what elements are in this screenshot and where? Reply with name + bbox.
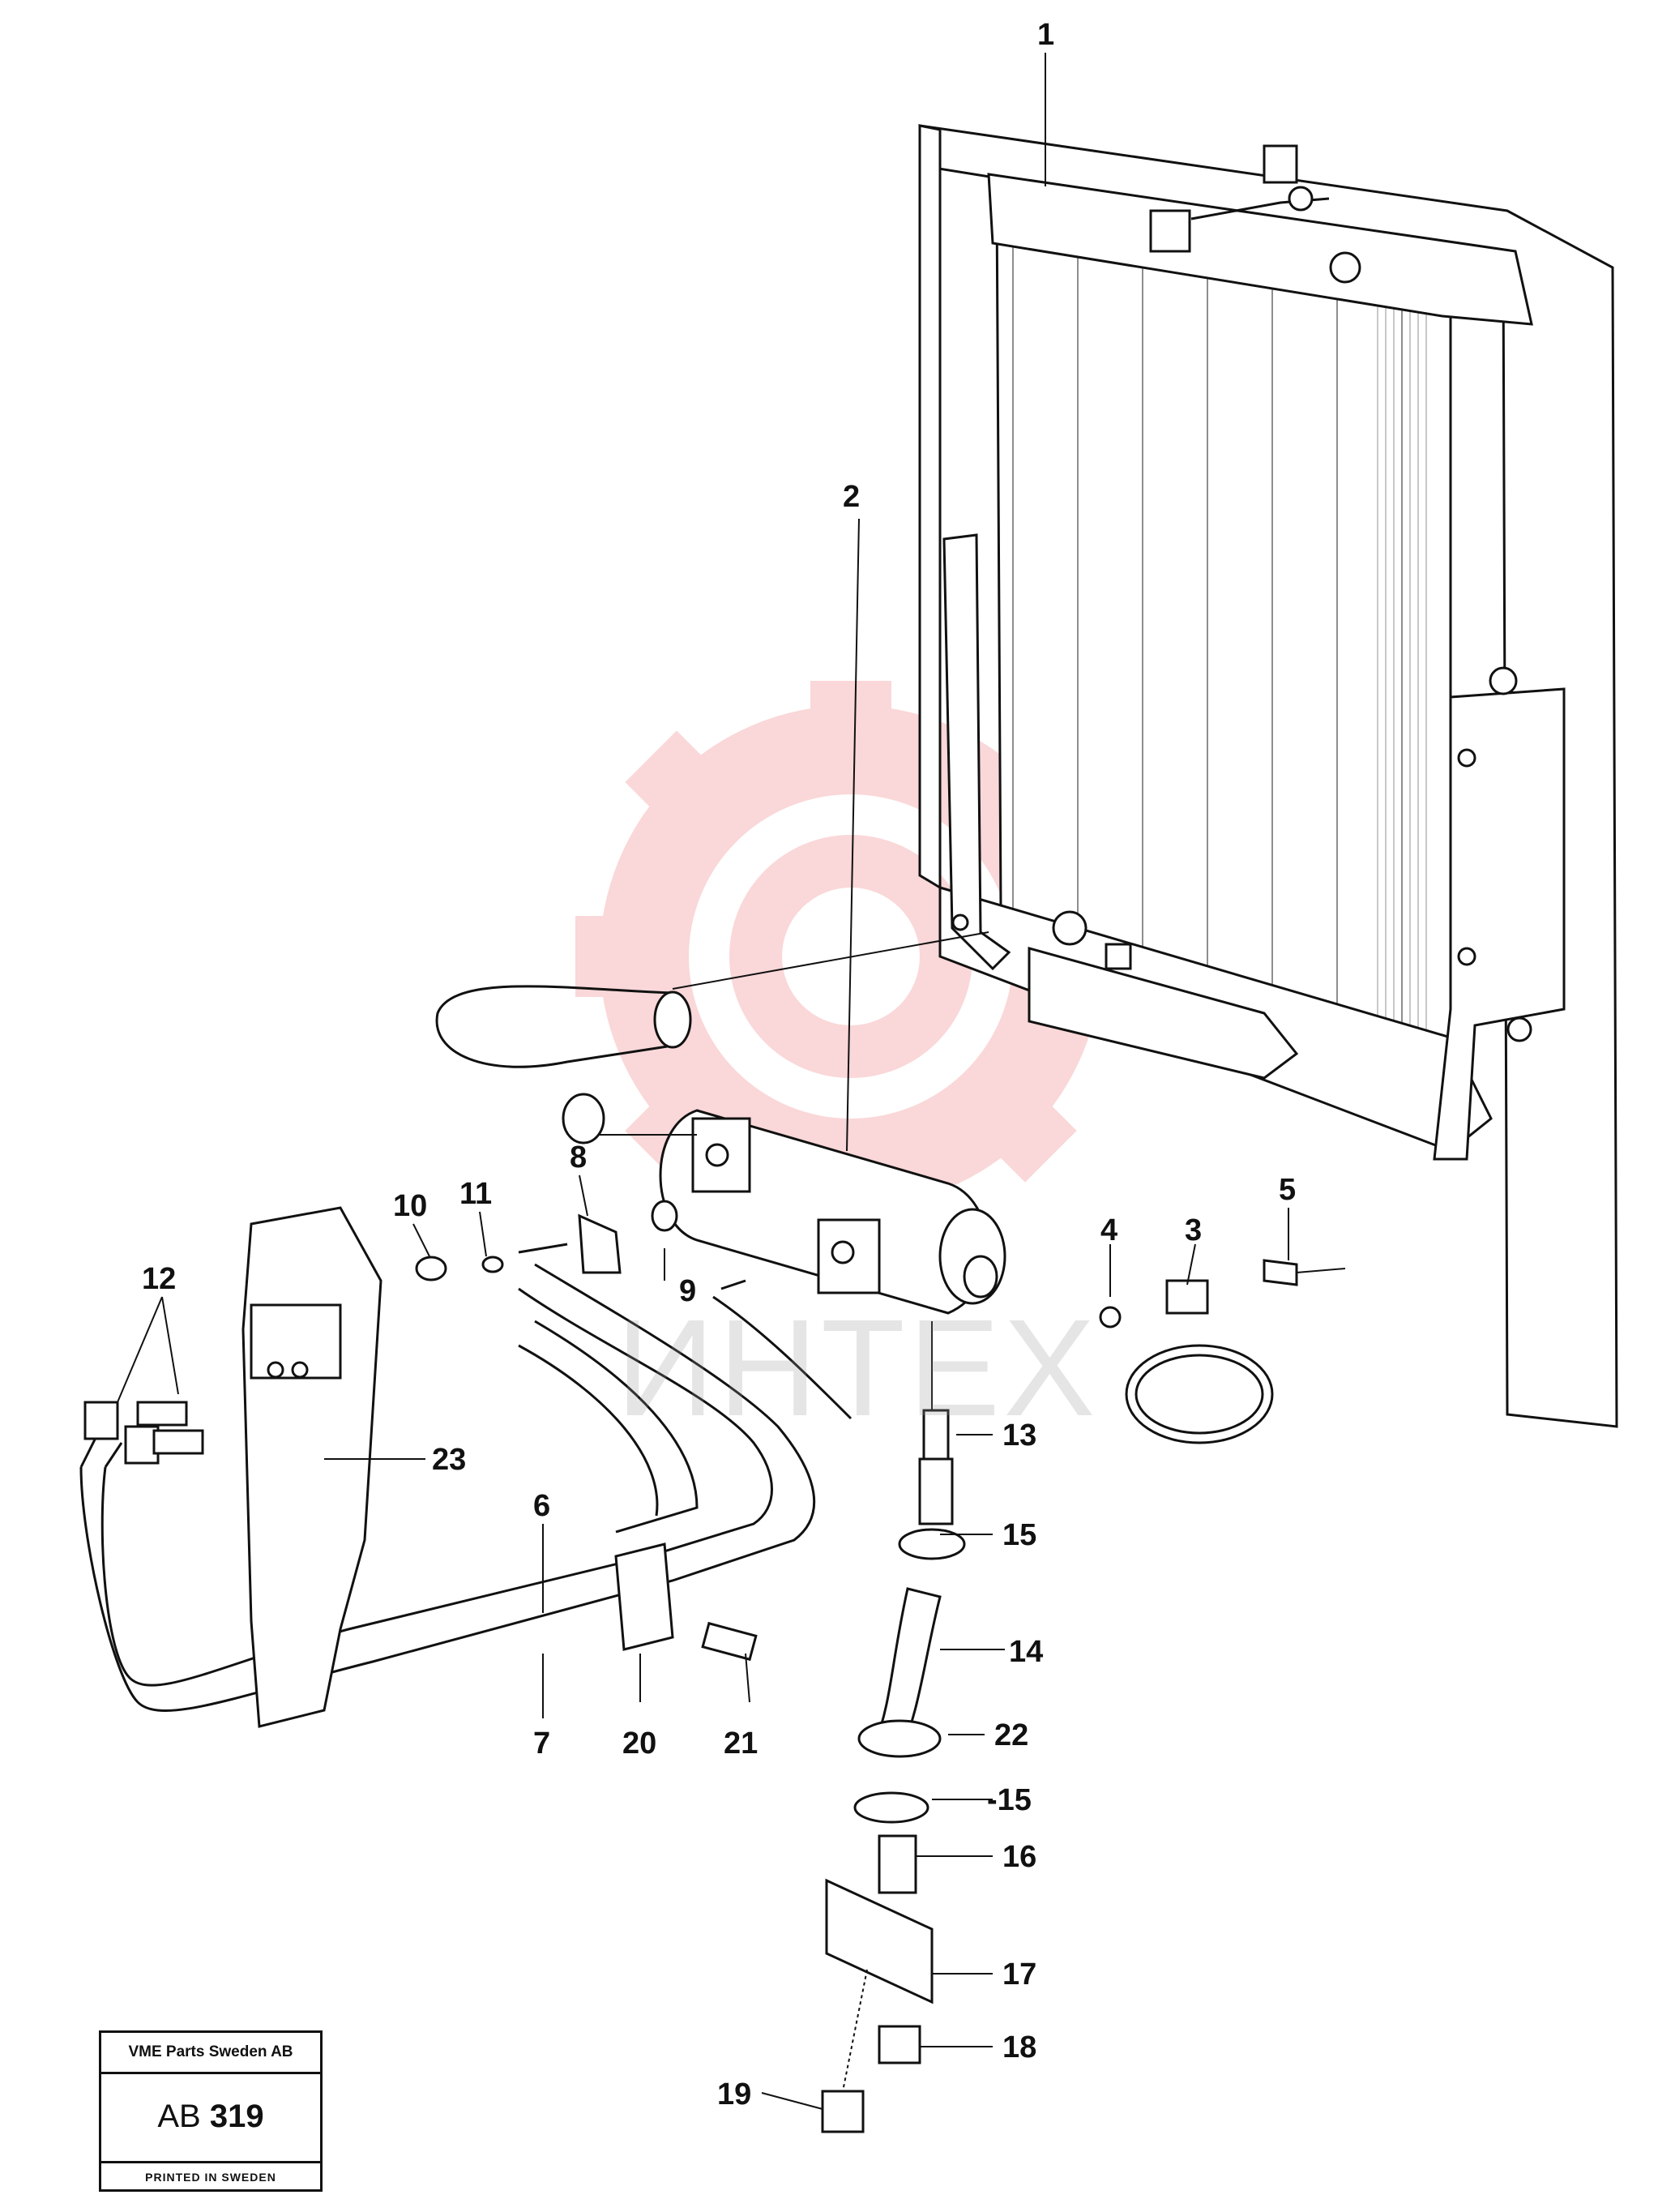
leader-lines [117, 53, 1289, 2110]
oil-cooler [600, 1109, 1006, 1315]
callout-6: 6 [533, 1489, 550, 1523]
callout-2: 2 [843, 480, 860, 514]
pipe-clamp-block [614, 1542, 758, 1662]
callout-17: 17 [1002, 1957, 1036, 1992]
transmission-housing [241, 1206, 382, 1728]
drawing-code: AB 319 [101, 2072, 320, 2163]
callout-9: 9 [679, 1274, 696, 1308]
company-name: VME Parts Sweden AB [101, 2033, 320, 2074]
callout-5: 5 [1279, 1173, 1296, 1207]
callout-labels: 1 2 3 4 5 6 7 8 9 10 11 12 13 14 15 -15 … [142, 18, 1296, 2111]
callout-20: 20 [622, 1726, 656, 1761]
callout-3: 3 [1185, 1213, 1202, 1247]
callout-4: 4 [1100, 1213, 1117, 1247]
callout-11: 11 [459, 1177, 492, 1211]
callout-10: 10 [393, 1189, 427, 1223]
radiator-assembly [918, 124, 1618, 1428]
callout-23: 23 [432, 1443, 466, 1477]
callout-8: 8 [570, 1140, 587, 1174]
callout-21: 21 [724, 1726, 758, 1761]
oil-lines [79, 1263, 853, 1712]
callout-18: 18 [1002, 2030, 1036, 2064]
callout-7: 7 [533, 1726, 550, 1761]
callout-15b: -15 [987, 1783, 1032, 1817]
callout-22: 22 [994, 1718, 1028, 1752]
callout-16: 16 [1002, 1840, 1036, 1874]
callout-12: 12 [142, 1262, 176, 1296]
callout-19: 19 [717, 2077, 751, 2111]
fittings-upper [136, 1200, 746, 1455]
drawing-code-number: 319 [209, 2099, 264, 2134]
title-block: VME Parts Sweden AB AB 319 PRINTED IN SW… [99, 2030, 323, 2192]
callout-15a: 15 [1002, 1518, 1036, 1552]
callout-1: 1 [1037, 18, 1054, 52]
callout-13: 13 [1002, 1418, 1036, 1453]
callout-14: 14 [1009, 1635, 1043, 1669]
drawing-code-prefix: AB [157, 2099, 201, 2134]
printed-in-note: PRINTED IN SWEDEN [145, 2171, 276, 2184]
radiator-hose [435, 931, 989, 1145]
watermark-text: ИНТЕХ [616, 1291, 1099, 1445]
pipe-clamp [1099, 1259, 1346, 1444]
drain-assembly [821, 1321, 966, 2133]
